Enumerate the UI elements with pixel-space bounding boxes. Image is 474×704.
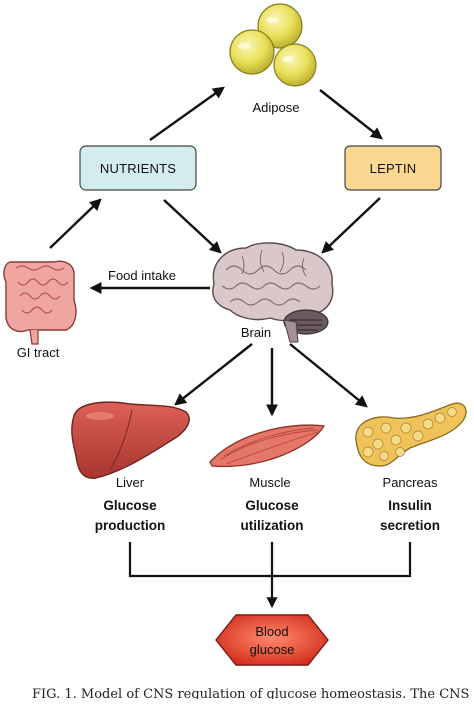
insulin-secretion-line2: secretion: [380, 518, 440, 533]
muscle-label: Muscle: [249, 475, 290, 490]
figure-caption: FIG. 1. Model of CNS regulation of gluco…: [32, 687, 469, 699]
arrows: [49, 86, 383, 417]
blood-glucose-hexagon: Blood glucose: [215, 614, 329, 666]
liver-label: Liver: [116, 475, 145, 490]
adipose-cells-image: [229, 3, 317, 87]
arrow-leptin-to-brain: [321, 197, 381, 254]
arrow-nutrients-to-adipose: [149, 86, 225, 141]
glucose-utilization-line1: Glucose: [245, 498, 299, 513]
nutrients-box: NUTRIENTS: [79, 145, 197, 191]
blood-glucose-line2: glucose: [250, 642, 295, 657]
arrow-adipose-to-leptin: [319, 89, 383, 140]
nutrients-label: NUTRIENTS: [100, 161, 176, 176]
leptin-box: LEPTIN: [344, 145, 442, 191]
pancreas-image: [355, 402, 467, 467]
gi-tract-image: [3, 260, 77, 345]
arrow-brain-to-pancreas: [289, 343, 368, 408]
gi-tract-label: GI tract: [17, 345, 60, 360]
glucose-production-line1: Glucose: [103, 498, 157, 513]
glucose-production-line2: production: [95, 518, 166, 533]
convergence-lines: [128, 542, 412, 609]
brain-label: Brain: [241, 325, 271, 340]
brain-image: [212, 242, 334, 343]
muscle-image: [209, 424, 326, 468]
arrow-gi-to-nutrients: [49, 198, 102, 249]
glucose-utilization-line2: utilization: [241, 518, 304, 533]
adipose-label: Adipose: [253, 100, 300, 115]
liver-image: [71, 401, 190, 479]
pancreas-label: Pancreas: [383, 475, 438, 490]
blood-glucose-line1: Blood: [255, 624, 288, 639]
leptin-label: LEPTIN: [370, 161, 417, 176]
arrow-nutrients-to-brain: [163, 199, 222, 254]
insulin-secretion-line1: Insulin: [388, 498, 432, 513]
arrow-brain-to-liver: [174, 343, 253, 406]
food-intake-label: Food intake: [108, 268, 176, 283]
